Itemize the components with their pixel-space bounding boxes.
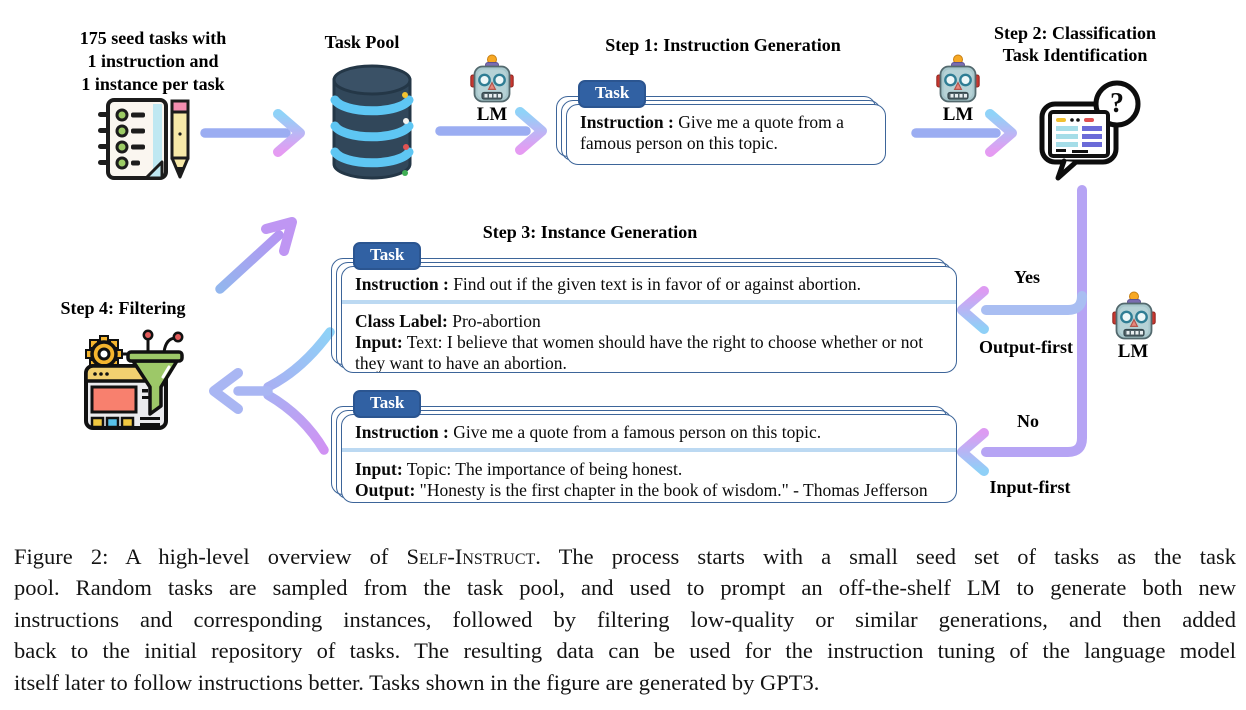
class-label: Class Label: (355, 311, 448, 331)
seed-note-line1: 175 seed tasks with (79, 28, 227, 48)
seed-tasks-note: 175 seed tasks with 1 instruction and 1 … (43, 27, 263, 96)
card-bottom-instance: Input: Topic: The importance of being ho… (342, 452, 956, 502)
class-value: Pro-abortion (452, 311, 541, 331)
input-text: Topic: The importance of being honest. (406, 459, 683, 479)
caption-line: pool. Random tasks are sampled from the … (14, 575, 1236, 601)
instruction-text: Give me a quote from a famous person on … (580, 112, 844, 153)
input-label: Input: (355, 459, 403, 479)
arrow-seed-to-pool (200, 109, 305, 157)
card-divider (342, 300, 956, 304)
task-tab: Task (578, 80, 647, 108)
instruction-text: Give me a quote from a famous person on … (453, 422, 822, 442)
robot-lm-icon-3 (1112, 291, 1156, 341)
chat-question-icon: ? (1039, 80, 1141, 181)
caption-smallcaps: Self-Instruct (406, 544, 536, 569)
output-text: "Honesty is the first chapter in the boo… (419, 480, 928, 500)
caption-line: Figure 2: A high-level overview of Self-… (14, 541, 1236, 572)
figure-caption: Figure 2: A high-level overview of Self-… (14, 541, 1236, 698)
arrow-cards-to-filter (209, 327, 335, 455)
step2-title: Step 2: Classification Task Identificati… (955, 22, 1195, 66)
card-top-instruction: Instruction : Find out if the given text… (342, 267, 956, 300)
input-text: Text: I believe that women should have t… (355, 332, 924, 373)
instruction-label: Instruction : (580, 112, 674, 132)
arrow-no-input-first (957, 428, 989, 476)
checklist-pencil-icon (98, 98, 190, 180)
instruction-text: Find out if the given text is in favor o… (453, 274, 861, 294)
branch-label-yes: Yes (1014, 267, 1040, 287)
task-tab: Task (353, 390, 422, 418)
input-label: Input: (355, 332, 403, 352)
card-bottom-instruction: Instruction : Give me a quote from a fam… (342, 415, 956, 448)
step3-task-card-top: Task Instruction : Find out if the given… (331, 242, 957, 373)
task-pool-label: Task Pool (324, 32, 400, 52)
step3-task-card-bottom: Task Instruction : Give me a quote from … (331, 390, 957, 503)
output-label: Output: (355, 480, 416, 500)
robot-lm-icon-1 (470, 54, 514, 104)
instruction-label: Instruction : (355, 274, 449, 294)
question-mark: ? (1110, 88, 1124, 119)
database-icon (330, 64, 414, 180)
lm-label-3: LM (1117, 341, 1149, 362)
seed-note-line3: 1 instance per task (81, 74, 225, 94)
step4-title: Step 4: Filtering (60, 298, 186, 318)
caption-text: Figure 2: A high-level overview of (14, 544, 407, 569)
step1-task-card: Task Instruction : Give me a quote from … (556, 80, 886, 165)
funnel-shape (126, 350, 184, 416)
arrow-yes-output-first (957, 286, 989, 334)
lm-label-2: LM (942, 104, 974, 125)
step1-card-instruction: Instruction : Give me a quote from a fam… (567, 105, 885, 159)
step1-title: Step 1: Instruction Generation (605, 35, 841, 55)
filter-funnel-icon (84, 329, 184, 430)
step2-title-line1: Step 2: Classification (994, 23, 1156, 43)
step2-title-line2: Task Identification (1002, 45, 1148, 65)
caption-text: . The process starts with a small seed s… (535, 544, 1236, 569)
branch-label-no: No (1017, 411, 1039, 431)
instruction-label: Instruction : (355, 422, 449, 442)
caption-line: back to the initial repository of tasks.… (14, 638, 1236, 664)
caption-line: itself later to follow instructions bett… (14, 669, 820, 695)
branch-label-output-first: Output-first (979, 337, 1073, 357)
caption-line: instructions and corresponding instances… (14, 606, 1236, 632)
branch-label-input-first: Input-first (989, 477, 1071, 497)
card-divider (342, 448, 956, 452)
card-top-instance: Class Label: Pro-abortion Input: Text: I… (342, 304, 956, 373)
lm-label-1: LM (476, 104, 508, 125)
seed-note-line2: 1 instruction and (87, 51, 219, 71)
task-tab: Task (353, 242, 422, 270)
arrow-filter-to-pool (215, 217, 297, 294)
step3-title: Step 3: Instance Generation (482, 222, 698, 242)
